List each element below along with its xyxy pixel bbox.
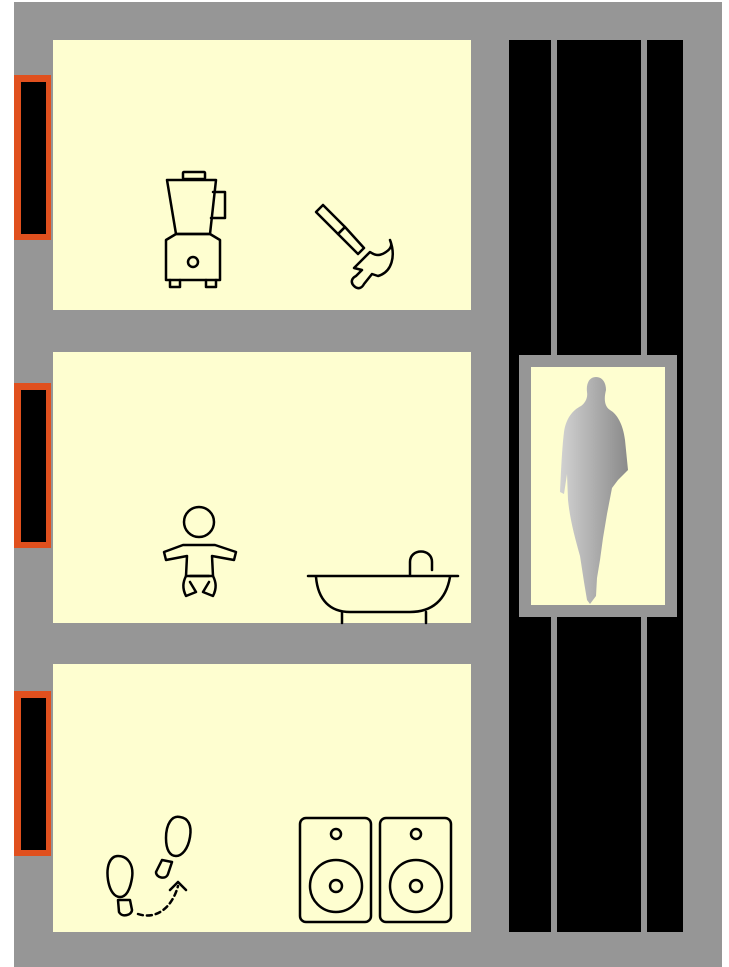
floor-middle-room [53,352,471,623]
window-top [14,75,51,240]
window-middle [14,383,51,548]
window-bottom [14,691,51,856]
floor-top-room [53,40,471,310]
floor-bottom-room [53,664,471,932]
